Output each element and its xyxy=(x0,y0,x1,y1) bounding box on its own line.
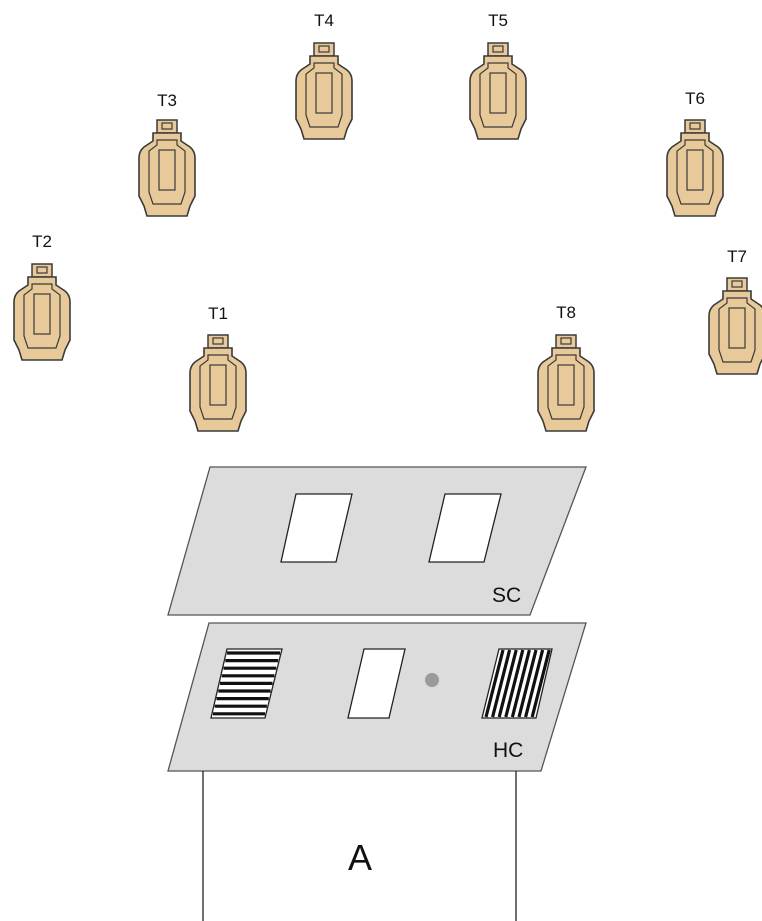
target-silhouette-icon xyxy=(538,335,594,431)
target-label: T5 xyxy=(488,11,508,30)
grating-stripe xyxy=(491,649,512,718)
target-silhouette-icon xyxy=(139,120,195,216)
target-label: T7 xyxy=(727,247,747,266)
target-silhouette-icon xyxy=(709,278,762,374)
grating-stripe xyxy=(510,649,531,718)
sc-panel: SC xyxy=(167,466,587,616)
grating-stripe xyxy=(497,649,518,718)
target-label: T2 xyxy=(32,232,52,251)
sc-label: SC xyxy=(492,584,521,607)
target-silhouette-icon xyxy=(14,264,70,360)
target-t5: T5 xyxy=(470,11,526,139)
target-label: T1 xyxy=(208,304,228,323)
target-silhouette-icon xyxy=(667,120,723,216)
target-t4: T4 xyxy=(296,11,352,139)
target-t1: T1 xyxy=(190,304,246,431)
horizontal-grating xyxy=(210,648,283,719)
target-t2: T2 xyxy=(14,232,70,360)
vertical-grating xyxy=(481,648,553,719)
target-label: T4 xyxy=(314,11,334,30)
target-silhouette-icon xyxy=(190,335,246,431)
hc-label: HC xyxy=(493,739,523,762)
target-label: T6 xyxy=(685,89,705,108)
hc-window-center xyxy=(347,648,406,719)
target-t3: T3 xyxy=(139,91,195,216)
target-label: T3 xyxy=(157,91,177,110)
target-silhouette-icon xyxy=(296,43,352,139)
sc-window-right xyxy=(428,493,502,563)
target-label: T8 xyxy=(556,303,576,322)
area-label: A xyxy=(348,837,372,878)
fixation-dot xyxy=(425,673,439,687)
grating-stripe xyxy=(517,649,538,718)
grating-stripe xyxy=(530,649,551,718)
target-t8: T8 xyxy=(538,303,594,431)
grating-stripe xyxy=(524,649,545,718)
target-t6: T6 xyxy=(667,89,723,216)
target-silhouette-icon xyxy=(470,43,526,139)
target-t7: T7 xyxy=(709,247,762,374)
sc-panel-plate xyxy=(167,466,587,616)
grating-stripe xyxy=(504,649,525,718)
grating-stripe xyxy=(484,649,505,718)
hc-panel: HC xyxy=(167,622,587,772)
sc-window-left xyxy=(280,493,353,563)
